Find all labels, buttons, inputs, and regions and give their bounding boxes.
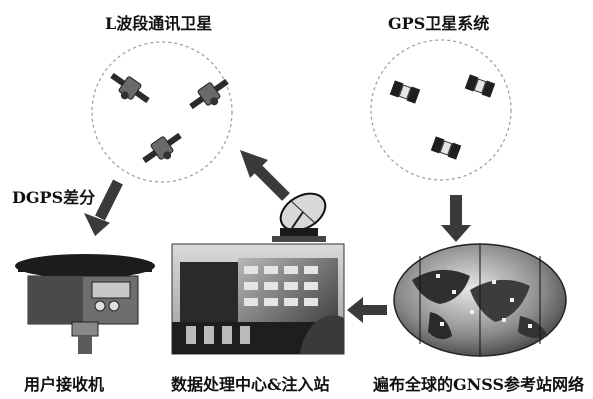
arrow-lband-to-user bbox=[83, 179, 123, 237]
satellite-dish-icon bbox=[272, 192, 327, 242]
gps-orbit-circle bbox=[370, 39, 512, 181]
l-band-orbit-circle bbox=[91, 41, 233, 183]
gnss-world-map bbox=[393, 243, 567, 357]
gps-satellite-icon bbox=[463, 73, 497, 99]
l-band-satellite-icon bbox=[142, 132, 182, 164]
arrow-network-to-center bbox=[347, 297, 387, 323]
l-band-satellite-icon bbox=[189, 78, 229, 110]
gps-satellite-icon bbox=[388, 79, 422, 105]
arrow-gps-to-network bbox=[441, 195, 471, 242]
gnss-network-label: 遍布全球的GNSS参考站网络 bbox=[373, 375, 585, 394]
processing-center-label: 数据处理中心&注入站 bbox=[171, 375, 330, 394]
gps-satellite-group bbox=[370, 39, 512, 181]
l-band-satellite-label: L波段通讯卫星 bbox=[105, 14, 213, 33]
gps-satellite-icon bbox=[429, 135, 463, 161]
gps-system-label: GPS卫星系统 bbox=[388, 14, 490, 33]
l-band-satellite-group bbox=[91, 41, 233, 183]
processing-center-photo bbox=[171, 243, 345, 355]
user-receiver-label: 用户接收机 bbox=[24, 375, 105, 394]
dgps-label: DGPS差分 bbox=[12, 188, 96, 207]
l-band-satellite-icon bbox=[110, 72, 150, 104]
user-receiver-device bbox=[15, 254, 155, 354]
arrow-station-to-lband bbox=[240, 150, 290, 201]
